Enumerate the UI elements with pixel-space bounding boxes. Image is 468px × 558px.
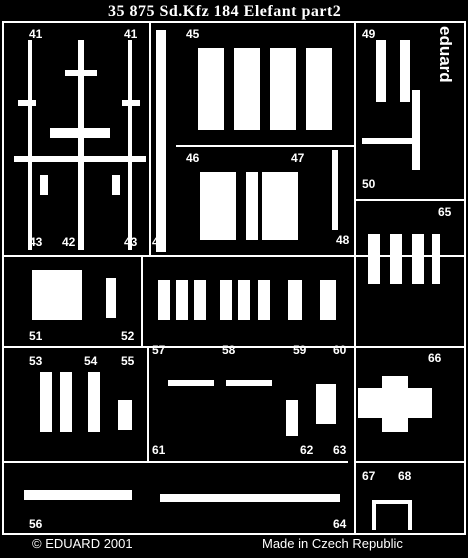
part-number-41a: 41	[29, 27, 43, 41]
part-number-46: 46	[186, 151, 200, 165]
part-number-61: 61	[152, 443, 166, 457]
part-number-50: 50	[362, 177, 376, 191]
copyright-text: © EDUARD 2001	[32, 536, 133, 551]
part-number-60: 60	[333, 343, 347, 357]
part-number-58: 58	[222, 343, 236, 357]
part-number-51: 51	[29, 329, 43, 343]
part-number-57: 57	[152, 343, 166, 357]
part-number-53: 53	[29, 354, 43, 368]
part-number-63: 63	[333, 443, 347, 457]
part-number-47: 47	[291, 151, 305, 165]
part-number-56: 56	[29, 517, 43, 531]
part-number-64: 64	[333, 517, 347, 531]
part-number-43a: 43	[29, 235, 43, 249]
part-number-67: 67	[362, 469, 376, 483]
part-number-45: 45	[186, 27, 200, 41]
part-number-52: 52	[121, 329, 135, 343]
part-number-66: 66	[428, 351, 442, 365]
part-number-42: 42	[62, 235, 76, 249]
fret-frame	[2, 21, 466, 535]
fret-title: 35 875 Sd.Kfz 184 Elefant part2	[108, 3, 342, 20]
part-number-44: 44	[152, 235, 166, 249]
part-number-65: 65	[438, 205, 452, 219]
part-number-54: 54	[84, 354, 98, 368]
part-number-41b: 41	[124, 27, 138, 41]
parts	[14, 30, 440, 530]
part-number-62: 62	[300, 443, 314, 457]
part-number-48: 48	[336, 233, 350, 247]
part-number-68: 68	[398, 469, 412, 483]
brand-logo-text: eduard	[436, 26, 455, 83]
part-number-49: 49	[362, 27, 376, 41]
part-number-59: 59	[293, 343, 307, 357]
part-number-43b: 43	[124, 235, 138, 249]
part-number-55: 55	[121, 354, 135, 368]
origin-text: Made in Czech Republic	[262, 536, 403, 551]
